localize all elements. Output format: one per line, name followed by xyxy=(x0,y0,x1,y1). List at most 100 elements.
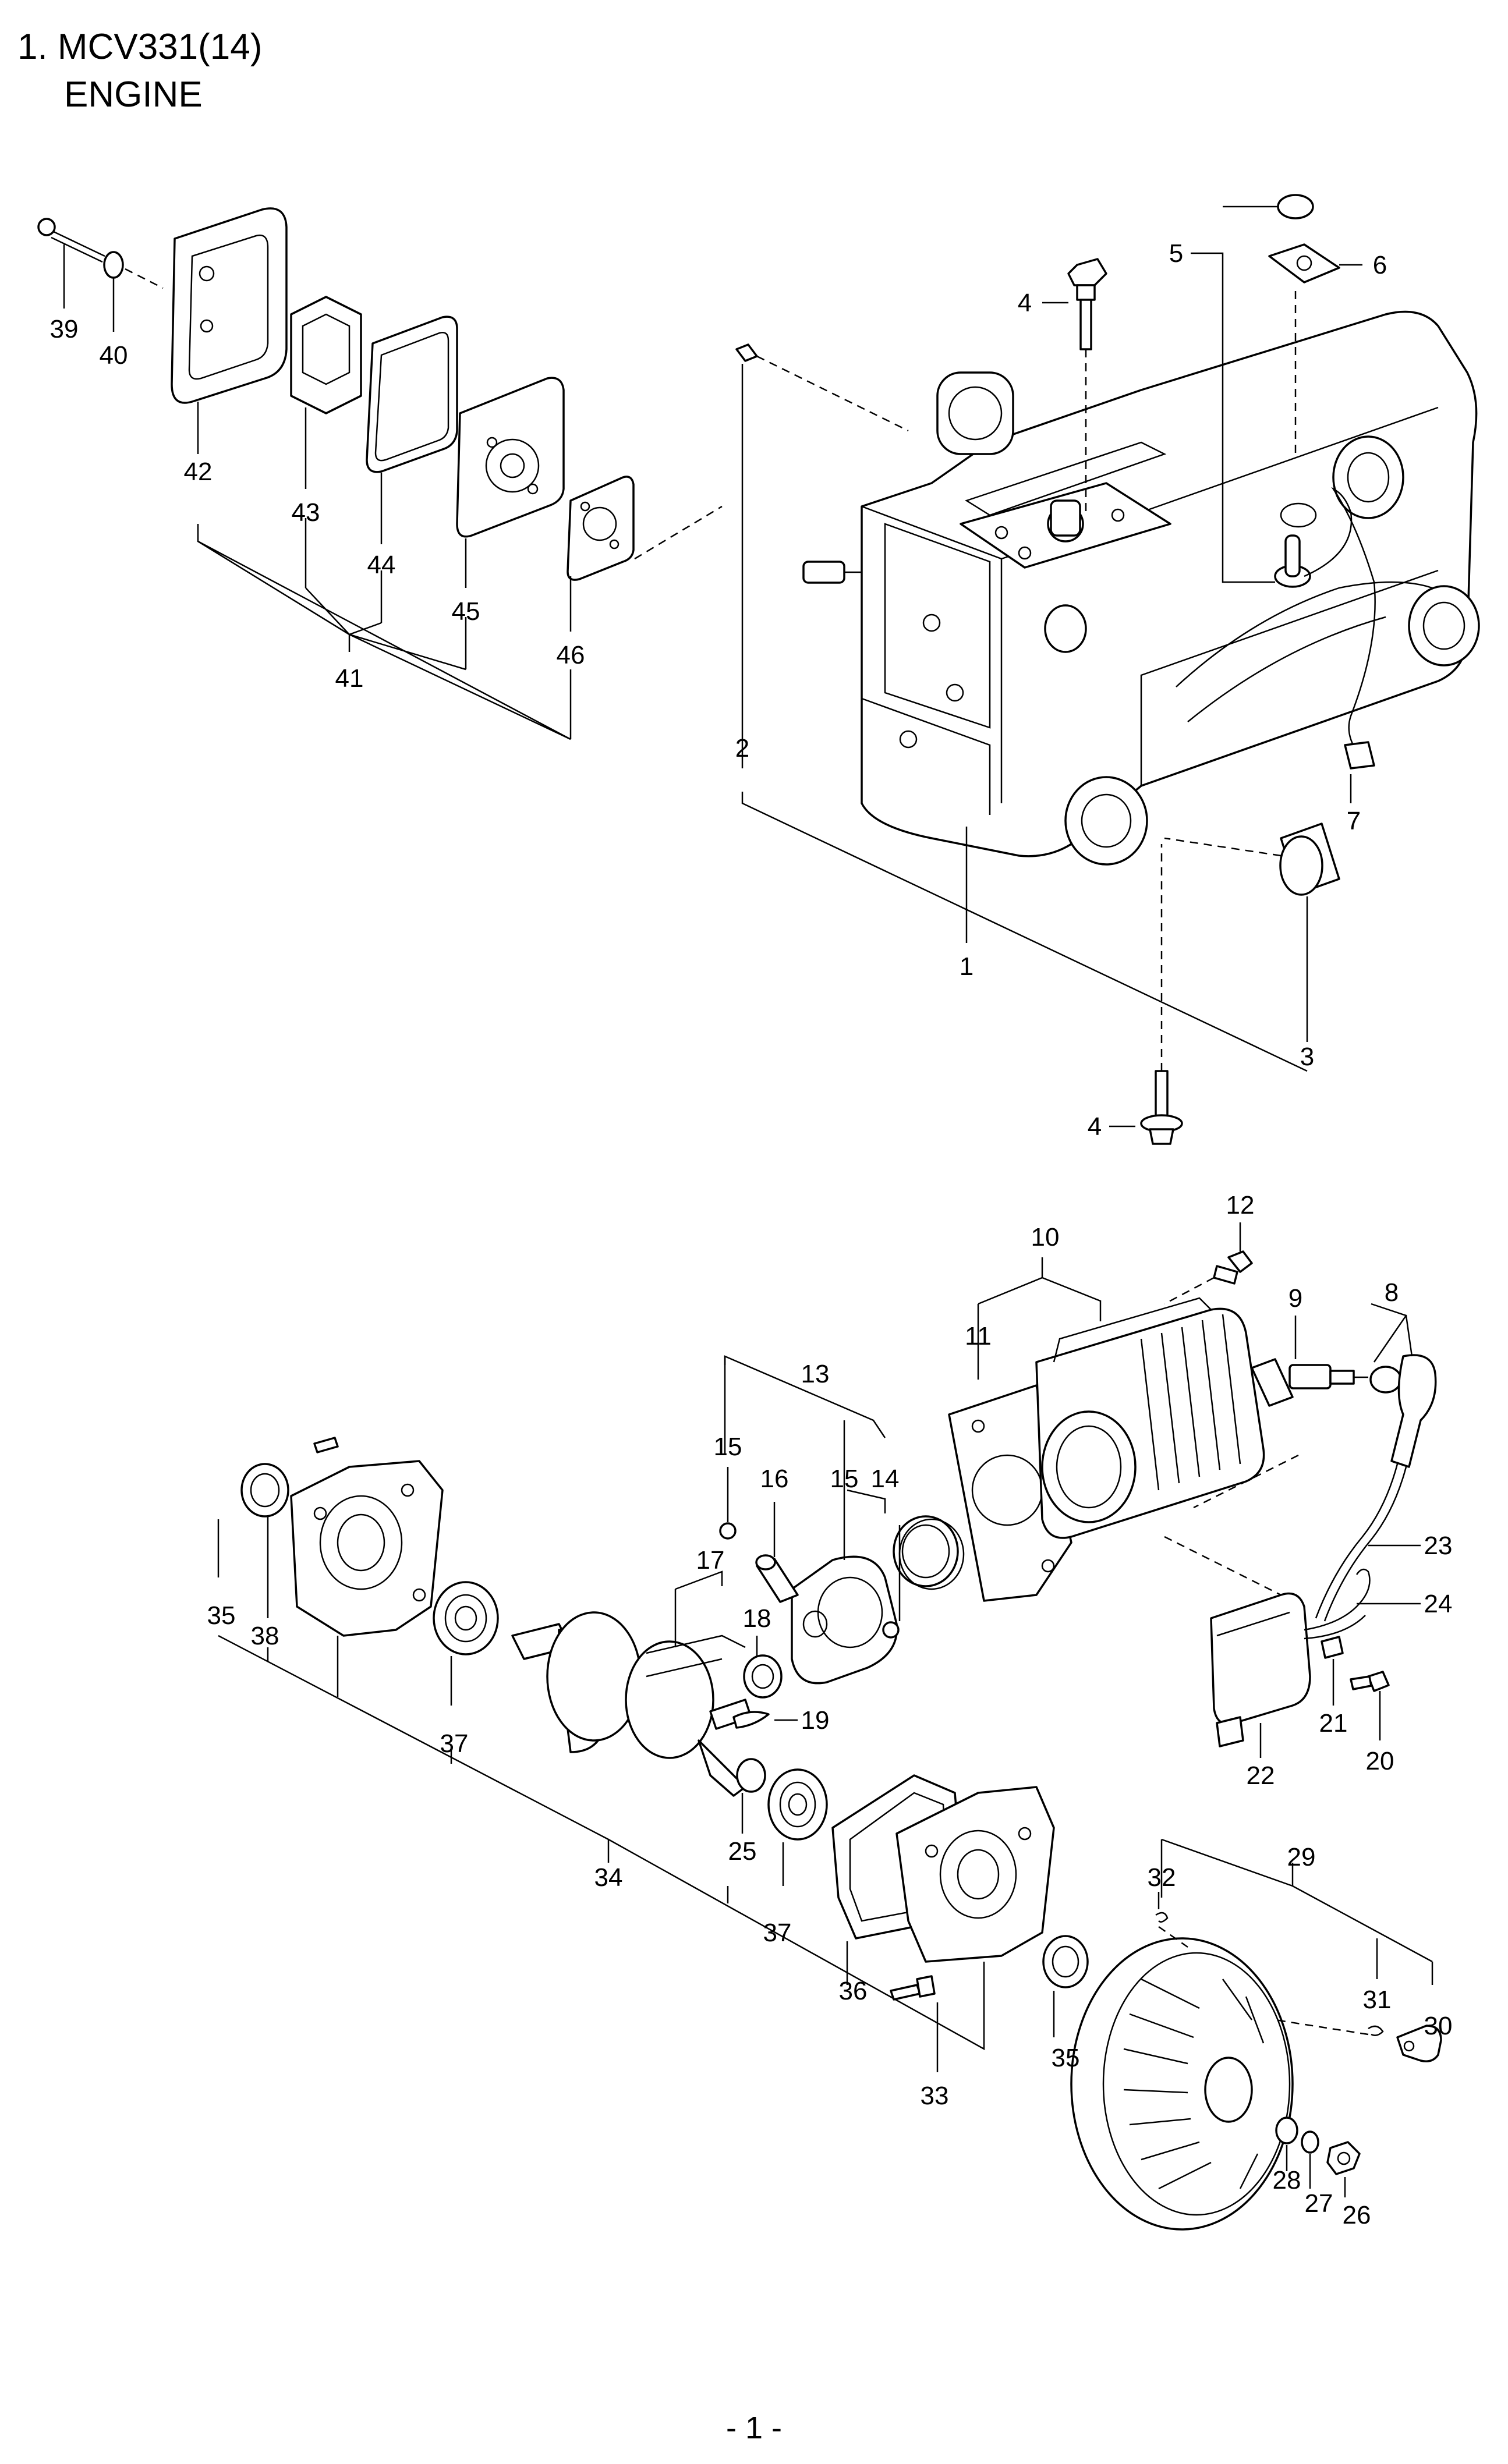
bearing-37a xyxy=(433,1581,499,1655)
callout-35a: 35 xyxy=(207,1601,236,1630)
callout-32: 32 xyxy=(1148,1863,1176,1892)
callout-27: 27 xyxy=(1305,2189,1333,2218)
bushing-3 xyxy=(1279,822,1340,896)
spring-32 xyxy=(1155,1912,1169,1923)
plug-cap-8 xyxy=(1369,1354,1437,1468)
callout-19: 19 xyxy=(801,1706,830,1735)
callout-31: 31 xyxy=(1363,1986,1392,2014)
bolt-33 xyxy=(890,1975,936,2001)
switch-nut-5 xyxy=(1277,194,1314,219)
ignition-coil-22 xyxy=(1210,1592,1311,1747)
crankcase-halves-group xyxy=(217,1437,1089,2072)
page-title: 1. MCV331(14) xyxy=(17,27,263,67)
stop-switch-5 xyxy=(1274,487,1376,751)
bearing-37b xyxy=(767,1768,828,1841)
engine-housing-group xyxy=(735,194,1480,1145)
cylinder-10 xyxy=(1035,1297,1265,1539)
page-subtitle: ENGINE xyxy=(64,75,203,115)
callout-4-lower: 4 xyxy=(1088,1112,1102,1141)
spark-plug-9 xyxy=(1251,1358,1368,1407)
callout-30: 30 xyxy=(1424,2012,1453,2040)
callout-23: 23 xyxy=(1424,1531,1453,1560)
callout-3: 3 xyxy=(1300,1043,1314,1071)
piston-13 xyxy=(791,1555,898,1685)
callout-44: 44 xyxy=(367,551,396,579)
pin-2 xyxy=(735,343,758,362)
crankcase-right-half xyxy=(895,1786,1055,1963)
callout-15b: 15 xyxy=(830,1465,859,1493)
dowel-pin-38 xyxy=(313,1437,339,1453)
bolt-12 xyxy=(1213,1250,1253,1285)
callout-37a: 37 xyxy=(440,1729,469,1758)
callout-39: 39 xyxy=(50,315,79,343)
callout-33: 33 xyxy=(921,2082,949,2110)
callout-7: 7 xyxy=(1347,807,1361,835)
callout-41: 41 xyxy=(335,664,364,693)
callout-46: 46 xyxy=(557,641,585,669)
washer-25 xyxy=(736,1758,766,1793)
crankshaft-17 xyxy=(511,1611,752,1797)
callout-22: 22 xyxy=(1247,1761,1275,1790)
callout-numbers: 1 2 3 4 4 5 6 7 8 9 10 11 12 13 14 15 15… xyxy=(50,239,1453,2229)
callout-21: 21 xyxy=(1319,1709,1348,1738)
terminal-7 xyxy=(1344,741,1375,770)
callout-16: 16 xyxy=(760,1465,789,1493)
oil-seal-35a xyxy=(240,1463,289,1518)
piston-crankshaft-group xyxy=(511,1355,965,1797)
callout-8: 8 xyxy=(1385,1278,1399,1307)
circlip-15b xyxy=(882,1621,900,1639)
ht-lead-23 xyxy=(1315,1463,1399,1619)
callout-34: 34 xyxy=(594,1863,623,1892)
page-header: 1. MCV331(14) ENGINE xyxy=(17,23,262,119)
spring-31 xyxy=(1368,2025,1384,2036)
flywheel-29 xyxy=(1070,1937,1294,2231)
washer-28 xyxy=(1275,2116,1298,2144)
callout-40: 40 xyxy=(100,341,128,370)
callout-4-upper: 4 xyxy=(1018,289,1032,317)
oil-seal-35b xyxy=(1042,1935,1089,1988)
callout-37b: 37 xyxy=(763,1919,792,1947)
washer-40 xyxy=(103,251,124,279)
callout-17: 17 xyxy=(696,1546,725,1575)
wire-24 xyxy=(1304,1568,1371,1631)
callout-11: 11 xyxy=(965,1322,992,1350)
callout-43: 43 xyxy=(292,498,320,527)
callout-5: 5 xyxy=(1169,239,1183,268)
woodruff-key-19 xyxy=(732,1711,770,1729)
callout-35b: 35 xyxy=(1052,2044,1080,2072)
nut-26 xyxy=(1326,2141,1361,2175)
callout-25: 25 xyxy=(728,1837,757,1866)
spring-washer-27 xyxy=(1301,2130,1319,2154)
air-filter-group xyxy=(37,207,723,740)
air-cleaner-cover-42 xyxy=(171,207,288,404)
flywheel-group xyxy=(1070,1838,1442,2231)
switch-plate-6 xyxy=(1268,243,1340,283)
terminal-21 xyxy=(1321,1636,1344,1659)
callout-38: 38 xyxy=(251,1622,279,1650)
callout-45: 45 xyxy=(452,597,480,626)
callout-42: 42 xyxy=(184,458,213,486)
insulator-46 xyxy=(567,476,635,581)
callout-24: 24 xyxy=(1424,1590,1453,1618)
crankcase-left-half xyxy=(290,1460,444,1637)
bolt-4-lower xyxy=(1140,1070,1183,1145)
air-filter-element-43 xyxy=(290,296,362,414)
callout-28: 28 xyxy=(1273,2166,1301,2194)
callout-12: 12 xyxy=(1226,1191,1255,1219)
gasket-44 xyxy=(366,315,458,473)
needle-bearing-18 xyxy=(743,1654,783,1699)
bolt-39 xyxy=(37,218,105,263)
callout-1: 1 xyxy=(960,952,974,981)
callout-15a: 15 xyxy=(714,1433,742,1461)
bolt-4-upper xyxy=(1067,258,1107,350)
bolt-20 xyxy=(1350,1671,1390,1692)
callout-29: 29 xyxy=(1287,1843,1316,1871)
circlip-15a xyxy=(719,1522,737,1540)
air-cleaner-base-45 xyxy=(456,377,565,538)
cylinder-ignition-group xyxy=(948,1222,1437,1758)
callout-10: 10 xyxy=(1031,1223,1060,1252)
callout-2: 2 xyxy=(735,734,749,763)
callout-20: 20 xyxy=(1366,1747,1394,1775)
callout-18: 18 xyxy=(743,1604,771,1633)
